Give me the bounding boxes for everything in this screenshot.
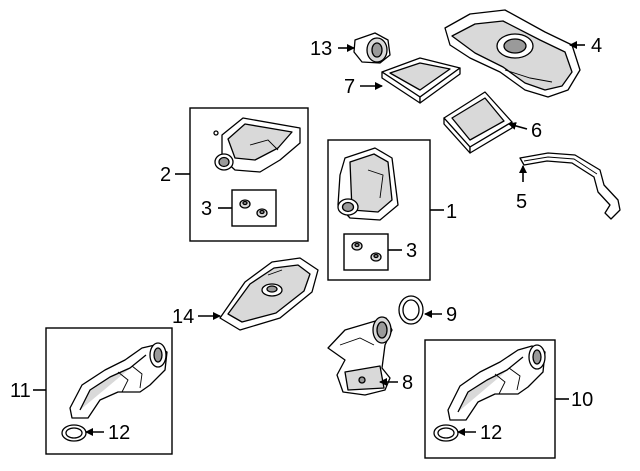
callout-number-12b: 12 bbox=[480, 422, 502, 444]
callout-number-4: 4 bbox=[591, 35, 602, 57]
callout-number-11: 11 bbox=[10, 380, 31, 402]
callout-3a: 3 bbox=[201, 198, 232, 220]
callout-number-5: 5 bbox=[516, 191, 527, 213]
callout-11: 11 bbox=[10, 380, 46, 402]
callout-number-6: 6 bbox=[531, 120, 542, 142]
callout-5: 5 bbox=[516, 165, 527, 213]
right-duct-clamp-part[interactable] bbox=[433, 424, 459, 442]
callout-14: 14 bbox=[172, 306, 221, 328]
callout-12b: 12 bbox=[457, 422, 502, 444]
callout-number-1: 1 bbox=[446, 201, 457, 223]
callout-number-9: 9 bbox=[446, 304, 457, 326]
callout-4: 4 bbox=[569, 35, 602, 57]
left-duct-clamp-part[interactable] bbox=[61, 424, 87, 442]
callout-number-14: 14 bbox=[172, 306, 194, 328]
callout-number-7: 7 bbox=[344, 76, 355, 98]
upper-air-cleaner-housing-part[interactable] bbox=[213, 117, 301, 173]
callout-2: 2 bbox=[160, 164, 190, 186]
callout-number-3b: 3 bbox=[406, 240, 417, 262]
air-filter-element-part[interactable] bbox=[381, 57, 461, 104]
intake-tube-part[interactable] bbox=[327, 316, 393, 396]
callout-6: 6 bbox=[508, 120, 542, 142]
callout-1: 1 bbox=[430, 201, 457, 223]
left-air-duct-box bbox=[45, 327, 173, 455]
callout-number-2: 2 bbox=[160, 164, 171, 186]
grommet-set-upper-part[interactable] bbox=[231, 189, 277, 227]
air-intake-duct-part[interactable] bbox=[444, 9, 581, 98]
hose-clamp-part[interactable] bbox=[398, 295, 424, 325]
callout-number-3a: 3 bbox=[201, 198, 212, 220]
secondary-filter-element-part[interactable] bbox=[443, 91, 513, 154]
right-air-duct-part[interactable] bbox=[447, 344, 546, 421]
callout-9: 9 bbox=[424, 304, 457, 326]
callout-number-10: 10 bbox=[571, 389, 593, 411]
left-air-duct-part[interactable] bbox=[69, 342, 168, 419]
callout-number-12a: 12 bbox=[108, 422, 130, 444]
callout-3b: 3 bbox=[388, 240, 417, 262]
callout-7: 7 bbox=[344, 76, 383, 98]
callout-number-13: 13 bbox=[310, 38, 332, 60]
callout-13: 13 bbox=[310, 38, 355, 60]
callout-12a: 12 bbox=[85, 422, 130, 444]
grommet-set-lower-part[interactable] bbox=[343, 233, 389, 271]
breather-tube-part[interactable] bbox=[519, 152, 621, 220]
engine-cover-part[interactable] bbox=[219, 257, 319, 331]
callout-8: 8 bbox=[379, 372, 413, 394]
callout-10: 10 bbox=[555, 389, 593, 411]
intake-adapter-part[interactable] bbox=[353, 32, 391, 64]
air-cleaner-housing-part[interactable] bbox=[337, 147, 399, 221]
callout-number-8: 8 bbox=[402, 372, 413, 394]
